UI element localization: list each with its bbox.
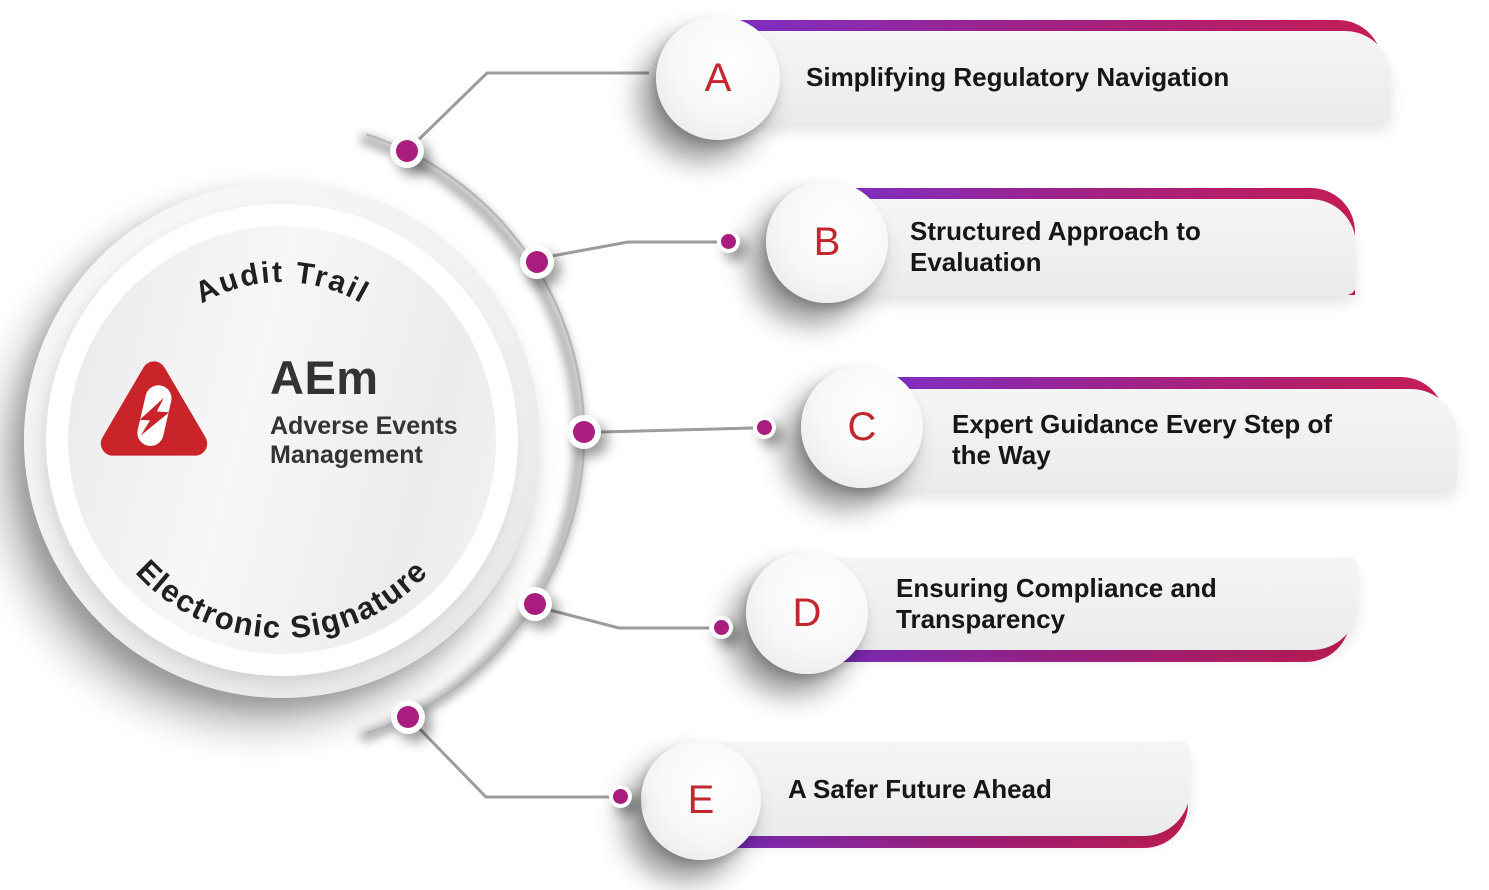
item-bar: Expert Guidance Every Step of the Way — [858, 389, 1457, 490]
link-dot-c — [753, 416, 776, 439]
connector-line-a — [405, 71, 649, 153]
item-letter-badge: D — [746, 552, 868, 674]
orbit-dot-d — [518, 587, 552, 621]
orbit-dot-c — [567, 415, 601, 449]
item-bar: Ensuring Compliance and Transparency — [803, 558, 1358, 650]
hub-name: Adverse Events Management — [270, 412, 458, 469]
item-label: Structured Approach to Evaluation — [910, 216, 1201, 277]
item-label: Ensuring Compliance and Transparency — [896, 573, 1217, 634]
orbit-dot-a — [390, 134, 424, 168]
item-letter: D — [792, 590, 822, 635]
item-bar: Simplifying Regulatory Navigation — [712, 31, 1391, 123]
item-label: Expert Guidance Every Step of the Way — [952, 408, 1333, 470]
connector-line-b — [540, 240, 717, 260]
orbit-dot-b — [520, 245, 554, 279]
item-bar: Structured Approach to Evaluation — [824, 199, 1356, 295]
connector-line-c — [600, 426, 754, 434]
item-letter-badge: B — [766, 181, 888, 303]
item-letter: A — [704, 55, 732, 100]
connector-line-e — [409, 718, 609, 799]
item-letter: E — [687, 777, 715, 822]
link-dot-d — [710, 616, 733, 639]
item-label: Simplifying Regulatory Navigation — [806, 61, 1230, 92]
item-letter-badge: A — [656, 16, 780, 140]
hub-acronym: AEm — [270, 351, 379, 404]
item-letter: B — [813, 219, 841, 264]
connector-line-d — [541, 606, 709, 630]
item-letter: C — [847, 404, 877, 449]
orbit-dot-e — [391, 700, 425, 734]
hub-text-block: AEm Adverse Events Management — [270, 350, 485, 470]
link-dot-e — [609, 785, 632, 808]
item-label: A Safer Future Ahead — [788, 773, 1052, 804]
item-bar: A Safer Future Ahead — [700, 742, 1190, 836]
link-dot-b — [717, 230, 740, 253]
item-letter-badge: E — [641, 740, 761, 860]
item-letter-badge: C — [801, 366, 923, 488]
